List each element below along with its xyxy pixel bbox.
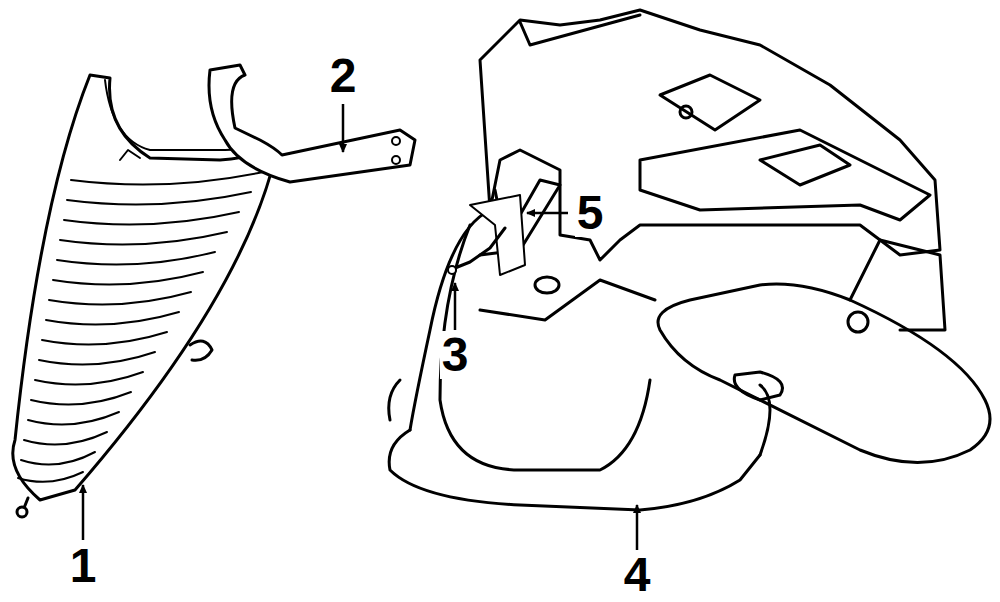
- callout-number: 3: [440, 331, 471, 379]
- callout-number: 4: [622, 551, 653, 599]
- callout-number: 2: [328, 52, 359, 100]
- callout-number: 1: [68, 542, 99, 590]
- callout-number: 5: [575, 189, 606, 237]
